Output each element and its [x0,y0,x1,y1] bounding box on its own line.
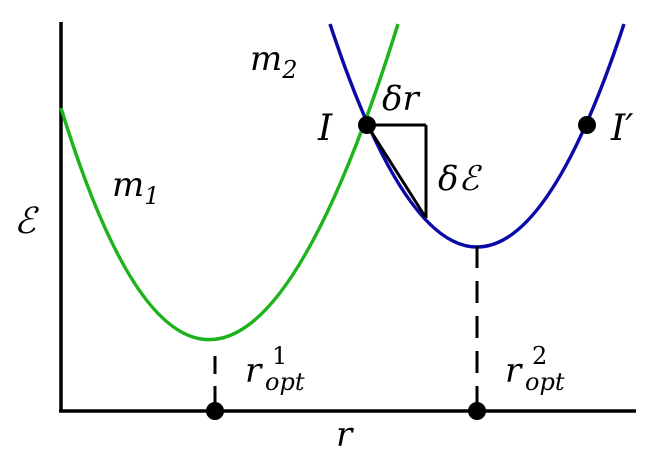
m1-base: m [112,165,144,205]
point-I-prime-marker [578,116,596,134]
m2-base: m [250,39,282,79]
delta-e-label: δℰ [438,159,482,199]
ropt1-subscript: opt [265,368,305,396]
m1-label: m1 [112,165,160,210]
curve-m1 [59,23,400,342]
m2-label: m2 [250,39,298,84]
point-I-prime-label: I′ [610,108,633,149]
point-I-marker [358,116,376,134]
delta-r-label: δr [382,79,420,119]
ropt2-base: r [505,351,523,391]
m1-subscript: 1 [144,182,159,210]
energy-axis-label: ℰ [14,201,39,242]
ropt2-superscript: 2 [532,342,547,370]
ropt1-superscript: 1 [272,342,287,370]
ropt2-subscript: opt [525,368,565,396]
ropt1-marker [206,402,224,420]
r-axis-label: r [336,415,354,455]
ropt2-marker [468,402,486,420]
tangent-segment [365,124,428,219]
point-I-label: I [317,108,333,149]
m2-subscript: 2 [281,56,297,84]
ropt1-base: r [245,351,263,391]
